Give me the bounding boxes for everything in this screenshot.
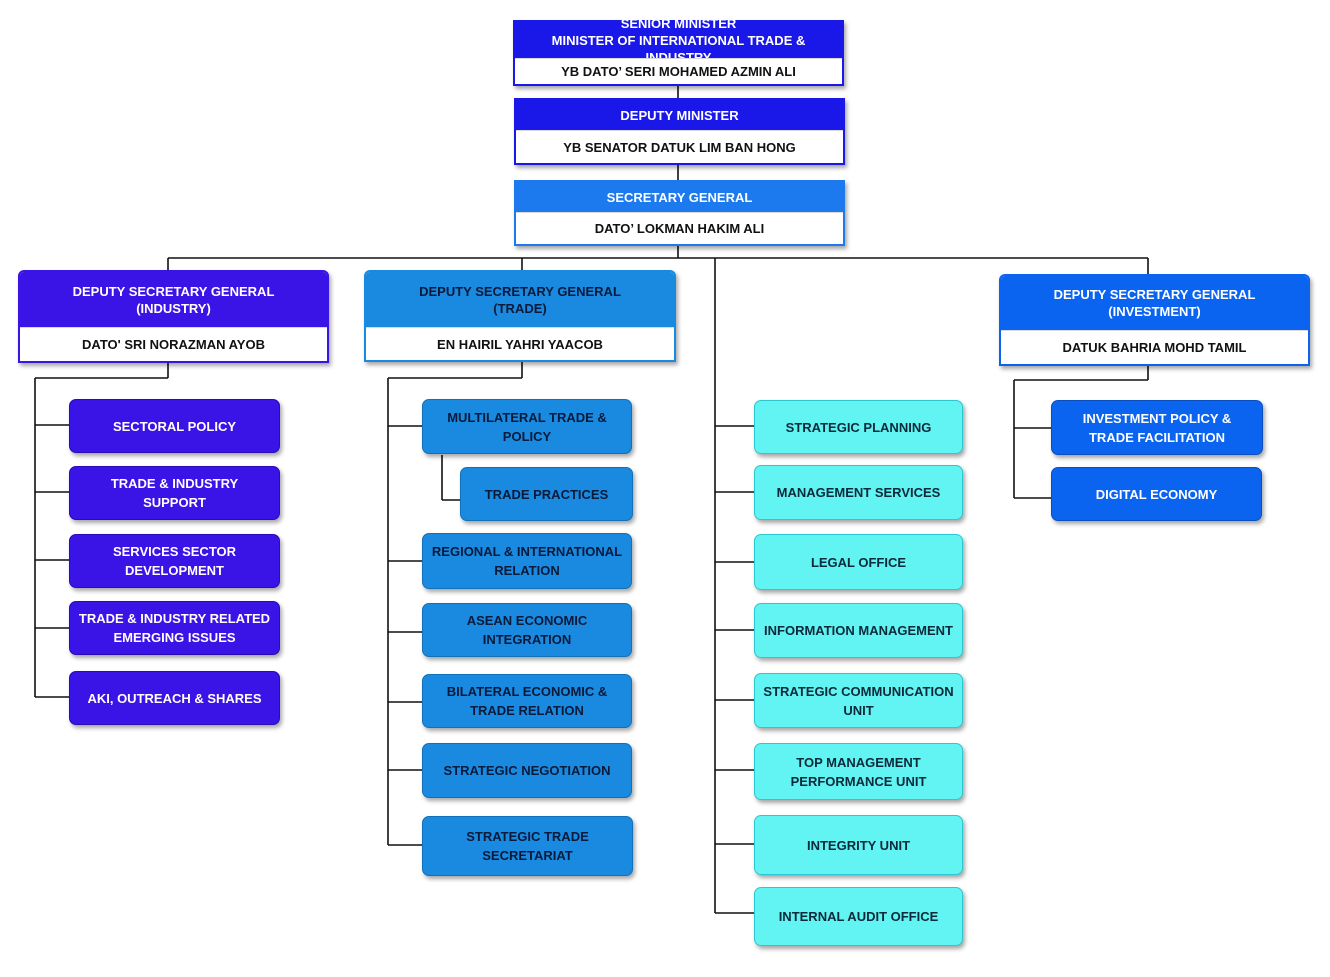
unit-legal-office: LEGAL OFFICE [754,534,963,590]
unit-strategic-trade-secretariat: STRATEGIC TRADE SECRETARIAT [422,816,633,876]
unit-services-sector-development: SERVICES SECTOR DEVELOPMENT [69,534,280,588]
unit-asean-economic-integration: ASEAN ECONOMIC INTEGRATION [422,603,632,657]
secretary-general-box: SECRETARY GENERAL DATO’ LOKMAN HAKIM ALI [514,180,845,246]
unit-multilateral-trade-policy: MULTILATERAL TRADE & POLICY [422,399,632,454]
unit-integrity: INTEGRITY UNIT [754,815,963,875]
dsg-industry-title-line1: DEPUTY SECRETARY GENERAL [72,283,275,299]
secretary-general-title: SECRETARY GENERAL [516,182,843,212]
unit-digital-economy: DIGITAL ECONOMY [1051,467,1262,521]
dsg-industry-name: DATO' SRI NORAZMAN AYOB [20,327,327,361]
dsg-investment-title-line2: (INVESTMENT) [1108,304,1201,319]
unit-aki-outreach-shares: AKI, OUTREACH & SHARES [69,671,280,725]
unit-information-management: INFORMATION MANAGEMENT [754,603,963,658]
minister-name: YB DATO’ SERI MOHAMED AZMIN ALI [515,58,842,84]
dsg-trade-name: EN HAIRIL YAHRI YAACOB [366,327,674,360]
dsg-investment-name: DATUK BAHRIA MOHD TAMIL [1001,330,1308,364]
unit-internal-audit-office: INTERNAL AUDIT OFFICE [754,887,963,946]
dsg-investment-box: DEPUTY SECRETARY GENERAL (INVESTMENT) DA… [999,274,1310,366]
minister-title-line2: MINISTER OF INTERNATIONAL TRADE & INDUST… [551,32,806,65]
unit-trade-industry-support: TRADE & INDUSTRY SUPPORT [69,466,280,520]
dsg-trade-title-line2: (TRADE) [493,300,547,316]
unit-trade-industry-emerging-issues: TRADE & INDUSTRY RELATED EMERGING ISSUES [69,601,280,655]
unit-strategic-communication: STRATEGIC COMMUNICATION UNIT [754,673,963,728]
dsg-trade-title: DEPUTY SECRETARY GENERAL (TRADE) [366,272,674,327]
unit-strategic-planning: STRATEGIC PLANNING [754,400,963,454]
unit-investment-policy-trade-facilitation: INVESTMENT POLICY & TRADE FACILITATION [1051,400,1263,455]
dsg-industry-box: DEPUTY SECRETARY GENERAL (INDUSTRY) DATO… [18,270,329,363]
deputy-minister-title: DEPUTY MINISTER [516,100,843,130]
dsg-trade-title-line1: DEPUTY SECRETARY GENERAL [419,283,621,299]
unit-bilateral-economic-trade-relation: BILATERAL ECONOMIC & TRADE RELATION [422,674,632,728]
unit-sectoral-policy: SECTORAL POLICY [69,399,280,453]
unit-management-services: MANAGEMENT SERVICES [754,465,963,520]
minister-box: SENIOR MINISTER MINISTER OF INTERNATIONA… [513,16,844,86]
dsg-investment-title: DEPUTY SECRETARY GENERAL (INVESTMENT) [1001,276,1308,330]
dsg-industry-title-line2: (INDUSTRY) [136,300,211,316]
dsg-investment-title-line1: DEPUTY SECRETARY GENERAL [1053,287,1256,302]
deputy-minister-box: DEPUTY MINISTER YB SENATOR DATUK LIM BAN… [514,98,845,165]
unit-strategic-negotiation: STRATEGIC NEGOTIATION [422,743,632,798]
unit-top-management-performance: TOP MANAGEMENT PERFORMANCE UNIT [754,743,963,800]
unit-trade-practices: TRADE PRACTICES [460,467,633,521]
dsg-industry-title: DEPUTY SECRETARY GENERAL (INDUSTRY) [20,272,327,327]
secretary-general-name: DATO’ LOKMAN HAKIM ALI [516,212,843,244]
deputy-minister-name: YB SENATOR DATUK LIM BAN HONG [516,130,843,163]
unit-regional-international-relation: REGIONAL & INTERNATIONAL RELATION [422,533,632,589]
minister-title-line1: SENIOR MINISTER [620,15,737,31]
dsg-trade-box: DEPUTY SECRETARY GENERAL (TRADE) EN HAIR… [364,270,676,362]
minister-title: SENIOR MINISTER MINISTER OF INTERNATIONA… [515,16,842,65]
